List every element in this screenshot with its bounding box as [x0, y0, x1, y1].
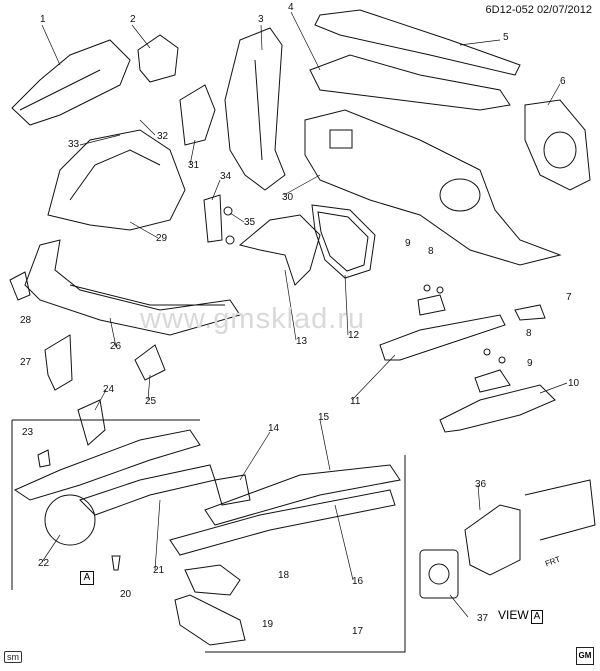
part-7 [514, 304, 546, 321]
leader-lines [41, 11, 568, 618]
part-18 [184, 564, 241, 596]
part-28 [9, 271, 31, 301]
part-15 [204, 464, 401, 526]
callout-32: 32 [157, 131, 169, 142]
sm-tag: sm [4, 651, 22, 663]
part-9-lower [474, 369, 511, 393]
detail-a-circle [44, 494, 96, 546]
part-10 [439, 384, 556, 433]
callout-8: 8 [526, 328, 532, 339]
part-26 [24, 239, 241, 336]
callout-27: 27 [20, 357, 32, 368]
part-29 [47, 129, 186, 231]
callout-7: 7 [566, 292, 572, 303]
callout-23: 23 [22, 427, 34, 438]
part-30 [304, 109, 562, 266]
part-27 [44, 334, 73, 391]
part-16 [169, 489, 396, 556]
diagram-header: 6D12-052 02/07/2012 [486, 4, 592, 16]
part-24 [77, 399, 106, 446]
part-23 [37, 449, 51, 468]
view-ref: A [530, 610, 544, 624]
callout-14: 14 [268, 423, 280, 434]
callout-37: 37 [477, 613, 489, 624]
part-11 [379, 314, 506, 361]
part-12 [311, 204, 376, 279]
callout-11: 11 [350, 396, 361, 407]
part-20 [111, 555, 121, 571]
part-36 [464, 504, 521, 576]
part-21 [79, 464, 216, 516]
part-37 [419, 549, 459, 599]
callout-9: 9 [527, 358, 533, 369]
part-22 [13, 429, 201, 501]
callout-22: 22 [38, 558, 50, 569]
callout-15: 15 [318, 412, 330, 423]
callout-21: 21 [153, 565, 165, 576]
callout-13: 13 [296, 336, 308, 347]
callout-35: 35 [244, 217, 256, 228]
callout-33: 33 [68, 139, 80, 150]
callout-30: 30 [282, 192, 294, 203]
callout-36: 36 [475, 479, 487, 490]
callout-26: 26 [110, 341, 122, 352]
part-6 [524, 99, 591, 191]
callout-9: 9 [405, 238, 411, 249]
group-bracket [11, 419, 200, 590]
callout-8: 8 [428, 246, 434, 257]
callout-16: 16 [352, 576, 364, 587]
callout-24: 24 [103, 384, 115, 395]
part-19 [174, 594, 246, 646]
callout-1: 1 [40, 14, 46, 25]
part-9-upper [417, 294, 446, 316]
watermark: www.gmsklad.ru [140, 303, 366, 335]
part-25 [134, 344, 166, 381]
callout-18: 18 [278, 570, 290, 581]
callout-10: 10 [568, 378, 580, 389]
detail-ref-box: A [80, 571, 94, 585]
callout-12: 12 [348, 330, 360, 341]
part-4 [309, 54, 511, 111]
part-13 [238, 214, 321, 286]
part-31 [179, 84, 216, 146]
callout-5: 5 [503, 32, 509, 43]
callout-28: 28 [20, 315, 32, 326]
part-1 [11, 39, 131, 126]
part-3 [224, 27, 286, 191]
diagram-date: 02/07/2012 [536, 4, 592, 16]
callout-31: 31 [188, 160, 200, 171]
view-text: VIEW [498, 608, 529, 622]
callout-25: 25 [145, 396, 157, 407]
callout-19: 19 [262, 619, 274, 630]
part-14 [214, 474, 251, 506]
callout-17: 17 [352, 626, 364, 637]
callout-3: 3 [258, 14, 264, 25]
callout-29: 29 [156, 233, 168, 244]
callout-34: 34 [220, 171, 232, 182]
gm-logo: GM [576, 647, 594, 665]
part-5 [314, 9, 521, 76]
callout-4: 4 [288, 2, 294, 13]
callout-20: 20 [120, 589, 132, 600]
callout-2: 2 [130, 14, 136, 25]
part-34 [203, 194, 223, 243]
callout-6: 6 [560, 76, 566, 87]
diagram-code: 6D12-052 [485, 4, 534, 16]
part-2 [137, 34, 179, 83]
